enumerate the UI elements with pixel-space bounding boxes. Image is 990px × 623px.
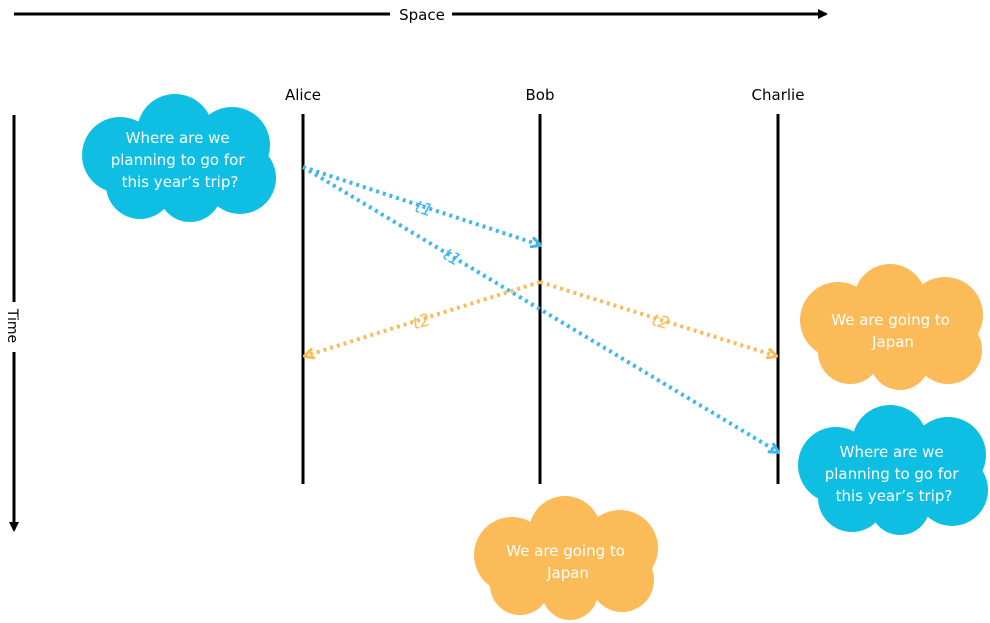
cloud-shape — [798, 405, 988, 535]
cloud-text: Where are we planning to go for this yea… — [825, 443, 964, 505]
actor-alice: Alice — [285, 86, 321, 484]
cloud-alice-question: Where are we planning to go for this yea… — [82, 94, 276, 222]
time-axis-label: Time — [4, 308, 20, 343]
cloud-text: We are going to Japan — [506, 542, 629, 582]
cloud-bob-answer: We are going to Japan — [474, 496, 658, 620]
message-label: t2 — [410, 310, 433, 334]
actor-name: Alice — [285, 86, 321, 104]
time-axis: Time — [4, 115, 20, 532]
actor-bob: Bob — [526, 86, 555, 484]
message-label: t1 — [412, 197, 435, 221]
message-bob-to-alice: t2 — [305, 280, 541, 356]
cloud-text: We are going to Japan — [831, 311, 954, 351]
message-label: t2 — [649, 310, 672, 334]
cloud-charlie-question: Where are we planning to go for this yea… — [798, 405, 988, 535]
actor-name: Bob — [526, 86, 555, 104]
actor-charlie: Charlie — [752, 86, 805, 484]
cloud-shape — [474, 496, 658, 620]
actor-name: Charlie — [752, 86, 805, 104]
cloud-text: Where are we planning to go for this yea… — [111, 129, 250, 191]
cloud-shape — [82, 94, 276, 222]
cloud-shape — [800, 264, 983, 390]
cloud-charlie-answer: We are going to Japan — [800, 264, 983, 390]
message-bob-to-charlie: t2 — [539, 280, 776, 356]
space-axis: Space — [14, 6, 828, 24]
message-alice-to-bob: t1 — [302, 165, 540, 245]
space-axis-label: Space — [399, 6, 445, 24]
